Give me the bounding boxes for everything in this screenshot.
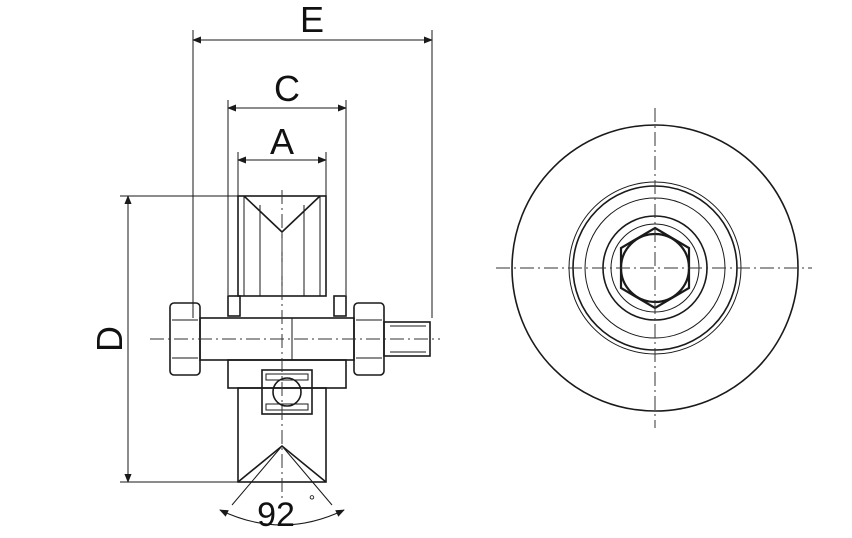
dimension-e-label: E [300,0,324,40]
bolt-hole [619,232,691,304]
side-view: E C A D [89,0,440,534]
wheel-section [227,359,347,483]
wheel-upper [227,195,347,317]
dimension-c: C [227,68,347,295]
dimension-e: E [192,0,433,318]
dimension-angle: 92 ° [219,445,345,534]
angle-value-label: 92 [257,496,295,534]
angle-unit-label: ° [309,493,315,510]
dimension-d-label: D [89,326,130,352]
dimension-a-label: A [270,121,294,162]
dimension-d: D [89,195,285,483]
front-view [496,108,812,428]
dimension-a: A [237,121,327,200]
dimension-c-label: C [274,68,300,109]
